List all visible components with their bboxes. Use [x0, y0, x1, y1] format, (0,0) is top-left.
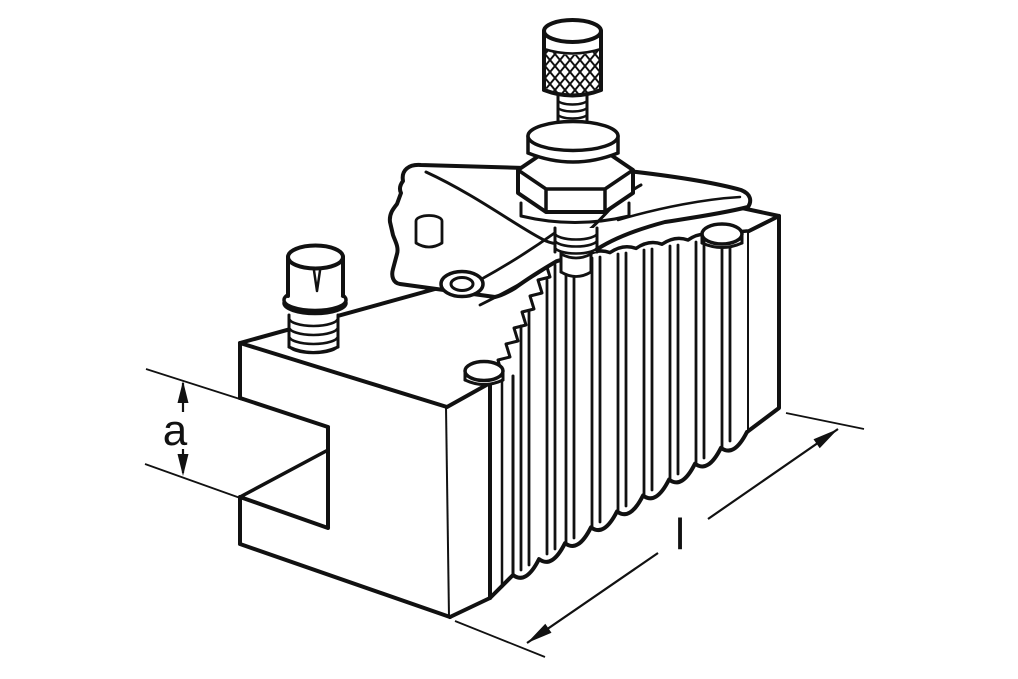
clamp-left-boss [414, 214, 444, 249]
clamp-hole [439, 269, 485, 299]
knurled-clamping-screw [516, 18, 635, 214]
serration-end-strip [488, 374, 515, 600]
screw-threads [287, 316, 340, 355]
dimension-a: a [144, 368, 244, 500]
dimension-l-extension-lines [454, 412, 865, 658]
body-step-face [447, 383, 490, 617]
locating-pin-left [463, 359, 505, 386]
clamp-stud [553, 226, 599, 278]
dimension-a-arrowheads [177, 381, 189, 476]
washer [526, 119, 620, 164]
locating-pin-right [700, 222, 744, 249]
body-front-face [240, 343, 450, 617]
knurled-knob [542, 18, 603, 98]
serration-ribs [519, 235, 732, 572]
dimension-l: l [454, 412, 865, 658]
serration-teeth [488, 259, 560, 380]
body-top-face [240, 268, 505, 407]
body-right-face [745, 214, 781, 434]
tool-slot [238, 396, 330, 530]
screw-hex-cap [286, 243, 345, 298]
serrated-face [488, 228, 749, 580]
dimension-label-l: l [675, 510, 685, 559]
clamp-nut-boss [519, 201, 631, 224]
holder-body [238, 268, 505, 619]
dimension-l-line [526, 428, 839, 644]
side-hex-screw [282, 243, 348, 355]
knurl-pattern [545, 50, 600, 94]
dimension-a-extension-lines [144, 368, 244, 500]
dimension-label-a: a [163, 406, 188, 455]
